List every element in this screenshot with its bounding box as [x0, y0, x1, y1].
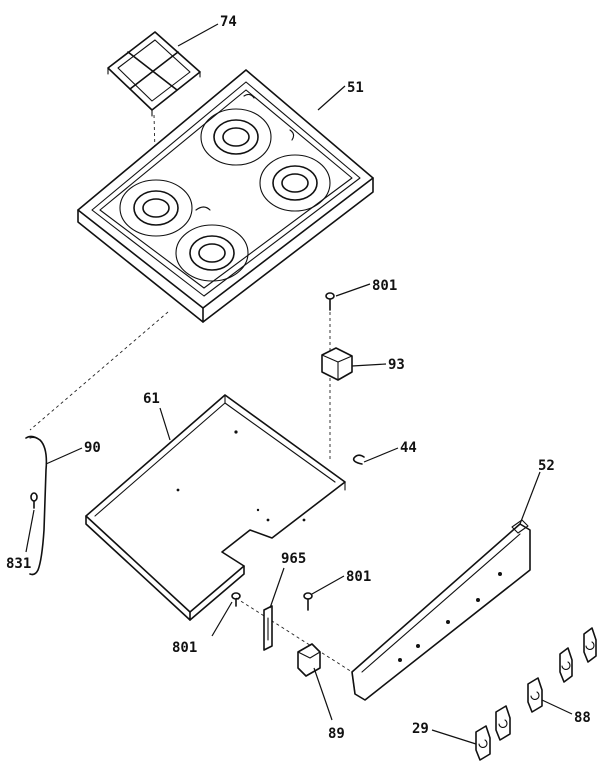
burner-rear-left — [200, 108, 272, 166]
orifice-831 — [30, 492, 38, 509]
callout-44: 44 — [400, 440, 417, 456]
knob-4 — [495, 705, 511, 741]
callout-801-mid: 801 — [346, 569, 371, 585]
burner-front-left — [119, 179, 193, 237]
callout-965: 965 — [281, 551, 306, 567]
bracket-93 — [321, 347, 353, 381]
knob-front — [475, 725, 491, 761]
bushing-801-low — [231, 592, 241, 607]
manifold-panel — [351, 519, 531, 701]
screw-801-top — [325, 292, 335, 311]
burner-rear-right — [259, 154, 331, 212]
callout-51: 51 — [347, 80, 364, 96]
knob-rear — [583, 627, 597, 663]
screw-801-mid — [303, 592, 313, 611]
knob-set — [475, 627, 597, 761]
knob-2 — [559, 647, 573, 683]
knob-3 — [527, 677, 543, 713]
callout-29: 29 — [412, 721, 429, 737]
callout-90: 90 — [84, 440, 101, 456]
callout-801-top: 801 — [372, 278, 397, 294]
callout-74: 74 — [220, 14, 237, 30]
cooktop-to-tube-line — [29, 311, 169, 431]
callout-88: 88 — [574, 710, 591, 726]
callout-93: 93 — [388, 357, 405, 373]
bracket-89 — [297, 643, 321, 677]
callout-52: 52 — [538, 458, 555, 474]
burner-front-right — [175, 224, 249, 282]
gas-tube-90 — [25, 435, 48, 576]
clip-44 — [352, 454, 365, 465]
bracket-965 — [263, 605, 273, 651]
callout-89: 89 — [328, 726, 345, 742]
cooktop — [77, 69, 374, 323]
callout-801-low: 801 — [172, 640, 197, 656]
box-to-manifold-line — [235, 597, 353, 673]
burner-box — [85, 394, 346, 621]
callout-831: 831 — [6, 556, 31, 572]
burner-grate — [107, 31, 201, 117]
callout-61: 61 — [143, 391, 160, 407]
leader-lines — [25, 23, 573, 745]
